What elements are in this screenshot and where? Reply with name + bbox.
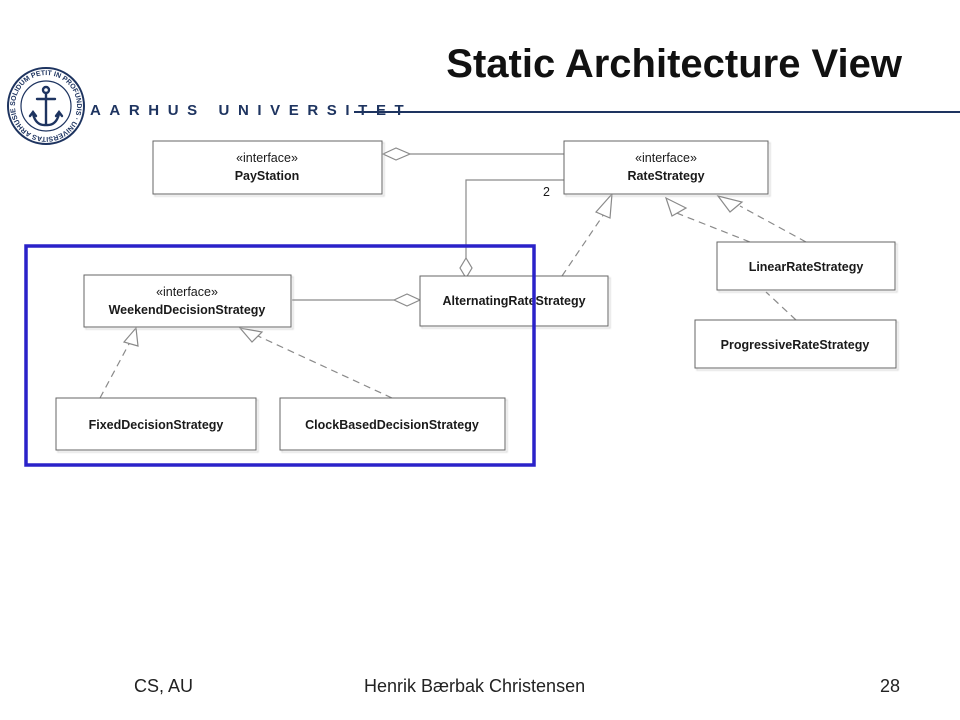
class-paystation (152, 140, 383, 195)
realize-alternating-ratestrategy (561, 213, 605, 277)
class-weekend-decision-strategy (83, 274, 292, 328)
university-seal: SOLIDUM PETIT IN PROFUNDIS · UNIVERSITAS… (6, 66, 85, 145)
arrowhead-linear-1 (664, 196, 688, 217)
realize-progressive-linear (765, 291, 797, 321)
arrowhead-clock (238, 327, 264, 343)
header-rule (354, 111, 960, 113)
class-ratestrategy (563, 140, 769, 195)
class-linear-rate-strategy (716, 241, 896, 291)
footer-course: CS, AU (134, 676, 194, 696)
ratestrategy-stereotype: «interface» (635, 151, 697, 165)
assoc-alternating-ratestrategy (465, 179, 564, 258)
realize-clock-weekend (257, 335, 393, 399)
highlight-frame (24, 244, 536, 467)
university-name: AARHUS UNIVERSITET (90, 102, 413, 119)
fixed-name: FixedDecisionStrategy (89, 418, 224, 432)
paystation-name: PayStation (235, 169, 300, 183)
arrowhead-alternating (594, 192, 613, 219)
clock-name: ClockBasedDecisionStrategy (305, 418, 479, 432)
multiplicity-label: 2 (543, 185, 550, 199)
weekend-stereotype: «interface» (156, 285, 218, 299)
realize-fixed-weekend (99, 341, 131, 399)
weekend-name: WeekendDecisionStrategy (109, 303, 266, 317)
realize-linear-ratestrategy-1 (673, 211, 751, 243)
class-alternating-rate-strategy (419, 275, 609, 327)
slide-title: Static Architecture View (446, 42, 902, 86)
linear-name: LinearRateStrategy (749, 260, 864, 274)
aggregation-diamond-alternating-top (459, 256, 473, 280)
arrowhead-fixed (122, 326, 139, 347)
alternating-name: AlternatingRateStrategy (442, 294, 585, 308)
realize-linear-ratestrategy-2 (739, 205, 807, 243)
class-fixed-decision-strategy (55, 397, 257, 451)
footer-page-number: 28 (880, 676, 901, 696)
aggregation-diamond-paystation (381, 147, 412, 161)
footer-author: Henrik Bærbak Christensen (364, 676, 586, 696)
anchor-icon (28, 85, 64, 127)
aggregation-diamond-alternating-left (392, 293, 422, 307)
paystation-stereotype: «interface» (236, 151, 298, 165)
progressive-name: ProgressiveRateStrategy (721, 338, 870, 352)
arrowhead-linear-2 (716, 195, 744, 213)
class-clock-based-decision-strategy (279, 397, 506, 451)
class-progressive-rate-strategy (694, 319, 897, 369)
ratestrategy-name: RateStrategy (627, 169, 704, 183)
